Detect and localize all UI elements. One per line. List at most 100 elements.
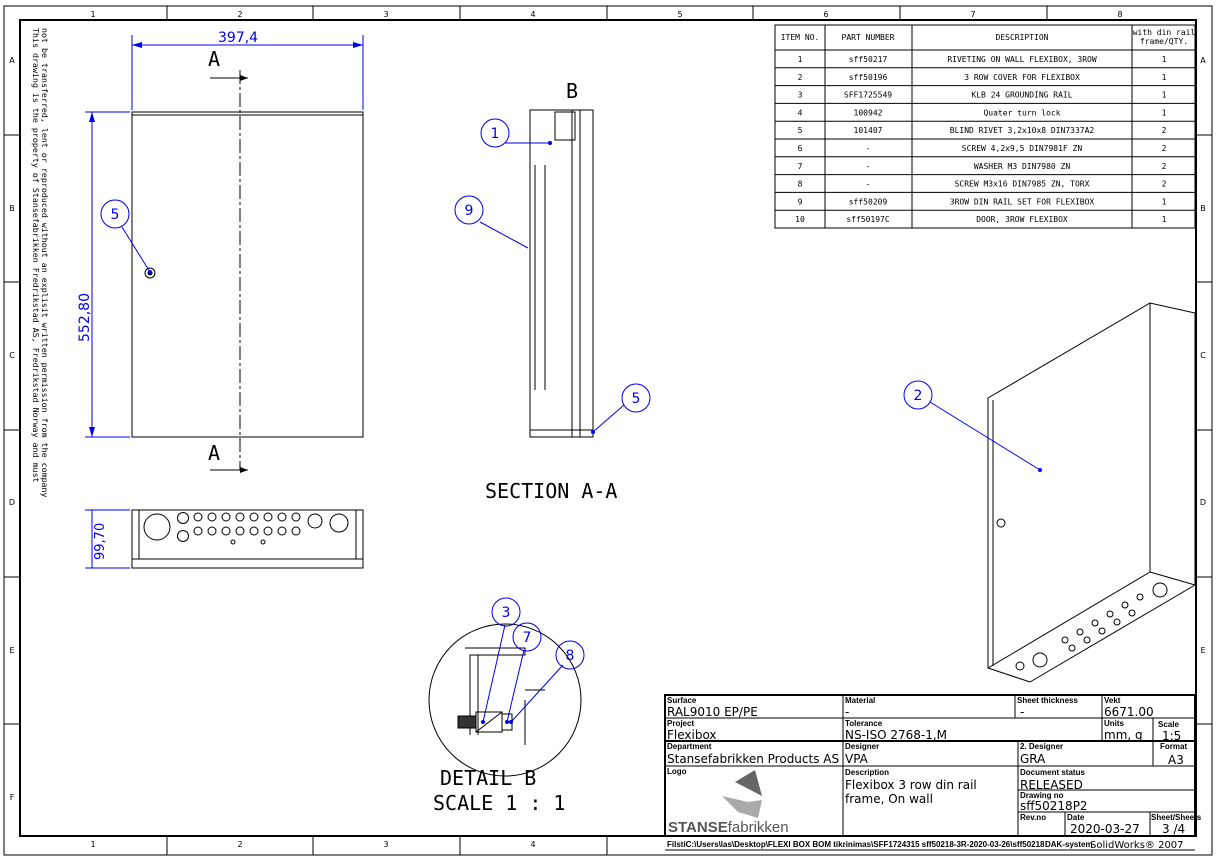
- column-label: 1: [90, 10, 95, 19]
- date-value: 2020-03-27: [1070, 822, 1140, 836]
- bom-cell: 3: [798, 91, 803, 100]
- field-label: Sheet thickness: [1017, 696, 1078, 705]
- bom-cell: 1: [1162, 73, 1167, 82]
- bom-cell: 9: [798, 197, 803, 206]
- section-marker: A: [208, 47, 220, 71]
- bom-cell: 100942: [854, 108, 883, 117]
- bom-cell: 1: [1162, 197, 1167, 206]
- row-label: A: [1200, 56, 1206, 65]
- svg-text:1: 1: [491, 126, 500, 142]
- bom-cell: 1: [1162, 215, 1167, 224]
- bom-cell: 2: [1162, 144, 1167, 153]
- field-label: Surface: [667, 696, 697, 705]
- balloon: 5: [621, 383, 651, 413]
- bom-cell: 2: [1162, 180, 1167, 189]
- section-view: [529, 109, 594, 438]
- bom-header: with din rail: [1133, 28, 1196, 37]
- row-label: A: [9, 56, 15, 65]
- balloon: 7: [512, 622, 542, 652]
- description-value: Flexibox 3 row din rail: [845, 778, 977, 792]
- bom-cell: 1: [1162, 55, 1167, 64]
- field-label: Designer: [845, 742, 879, 751]
- bom-cell: 1: [798, 55, 803, 64]
- bom-cell: SCREW 4,2x9,5 DIN7981F ZN: [962, 144, 1083, 153]
- designer-value: VPA: [845, 752, 869, 766]
- svg-text:9: 9: [465, 203, 474, 219]
- file-path: FilstiC:\Users\las\Desktop\FLEXI BOX BOM…: [667, 840, 1045, 849]
- balloon: 1: [480, 118, 510, 148]
- balloon: 2: [903, 380, 933, 410]
- svg-text:7: 7: [523, 630, 532, 646]
- drawing-number: sff50218P2: [1020, 799, 1088, 813]
- bom-cell: sff50197C: [846, 215, 890, 224]
- column-label: 4: [530, 10, 535, 19]
- cad-system: SolidWorks® 2007: [1090, 840, 1184, 851]
- field-label: Drawing no: [1020, 791, 1064, 800]
- depth-dimension: 99,70: [93, 523, 108, 560]
- bom-cell: RIVETING ON WALL FLEXIBOX, 3ROW: [947, 55, 1096, 64]
- section-title: SECTION A-A: [485, 479, 617, 503]
- row-label: B: [9, 204, 15, 213]
- column-label: 6: [823, 10, 828, 19]
- bom-cell: sff50209: [849, 197, 888, 206]
- column-label: 2: [237, 840, 242, 849]
- column-label: 7: [970, 10, 975, 19]
- bottom-view: [85, 509, 364, 569]
- surface-value: RAL9010 EP/PE: [667, 705, 758, 719]
- bom-header: ITEM NO.: [781, 33, 820, 42]
- field-label: Format: [1160, 742, 1187, 751]
- field-label: Tolerance: [845, 719, 883, 728]
- field-label: 2. Designer: [1020, 742, 1063, 751]
- bom-cell: Quater turn lock: [983, 108, 1060, 117]
- svg-text:2: 2: [914, 388, 923, 404]
- bom-cell: BLIND RIVET 3,2x10x8 DIN7337A2: [950, 126, 1095, 135]
- units-value: mm, g: [1104, 728, 1143, 742]
- description-value: frame, On wall: [845, 792, 933, 806]
- weight-value: 6671.00: [1104, 705, 1154, 719]
- field-label: Department: [667, 742, 712, 751]
- field-label: Sheet/Sheets: [1151, 813, 1202, 822]
- detail-view: [428, 623, 582, 777]
- title-block: Surface RAL9010 EP/PE Material - Sheet t…: [664, 694, 1202, 851]
- tolerance-value: NS-ISO 2768-1,M: [845, 728, 947, 742]
- department-value: Stansefabrikken Products AS: [667, 752, 839, 766]
- detail-marker: B: [566, 79, 578, 103]
- designer2-value: GRA: [1020, 752, 1046, 766]
- field-label: Scale: [1158, 720, 1179, 729]
- isometric-view: [987, 302, 1196, 683]
- ownership-notice: not be transferred, lent or reproduced w…: [40, 28, 50, 498]
- bom-cell: 6: [798, 144, 803, 153]
- svg-text:5: 5: [111, 207, 120, 223]
- field-label: Vekt: [1104, 696, 1121, 705]
- thickness-value: -: [1020, 705, 1024, 719]
- column-label: 3: [383, 10, 388, 19]
- column-label: 8: [1117, 10, 1122, 19]
- lock-icon: [144, 267, 156, 279]
- bom-cell: sff50196: [849, 73, 888, 82]
- field-label: Date: [1067, 813, 1085, 822]
- row-label: E: [9, 646, 14, 655]
- balloon: 8: [555, 640, 585, 670]
- row-label: D: [1200, 498, 1206, 507]
- bom-cell: 2: [1162, 162, 1167, 171]
- bom-cell: SFF1725549: [844, 91, 892, 100]
- bom-cell: 1: [1162, 91, 1167, 100]
- bom-header: DESCRIPTION: [996, 33, 1049, 42]
- balloon: 5: [100, 199, 130, 229]
- ownership-notice: This drawing is the property of Stansefa…: [31, 28, 41, 483]
- svg-text:3: 3: [502, 605, 511, 621]
- bom-cell: 2: [1162, 126, 1167, 135]
- bom-header: PART NUMBER: [842, 33, 895, 42]
- bom-cell: SCREW M3x16 DIN7985 ZN, TORX: [955, 180, 1090, 189]
- scale-value: 1:5: [1162, 729, 1181, 743]
- front-view: A A 397,4 552,80: [77, 30, 364, 473]
- column-ruler: [4, 6, 1212, 855]
- section-marker: A: [208, 441, 220, 465]
- bom-table: ITEM NO. PART NUMBER DESCRIPTION with di…: [774, 24, 1196, 229]
- row-label: D: [9, 498, 15, 507]
- bom-cell: -: [866, 180, 871, 189]
- balloon: 3: [491, 597, 521, 627]
- sheet-value: 3 /4: [1162, 822, 1185, 836]
- cad-label: DAK-system: [1045, 840, 1093, 849]
